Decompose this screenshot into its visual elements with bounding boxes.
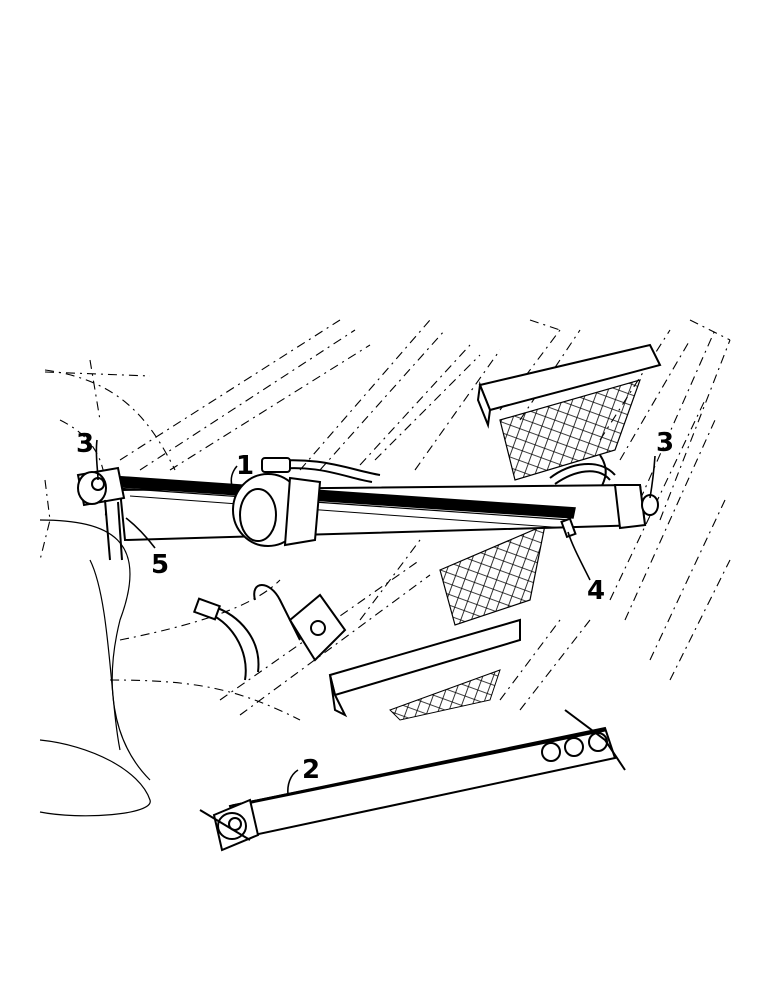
lift-link-bar	[199, 709, 626, 852]
callout-5: 5	[151, 550, 169, 580]
hydraulic-hose-lower	[192, 597, 260, 681]
leader-lines	[95, 439, 656, 796]
upper-grille-panel	[476, 343, 662, 481]
leader-5	[125, 517, 156, 549]
leader-4	[567, 531, 591, 581]
grease-fitting	[560, 517, 577, 539]
leader-2	[287, 769, 299, 796]
leader-3-right	[649, 455, 656, 499]
callout-3-right: 3	[656, 428, 674, 458]
hydraulic-hose-upper	[261, 454, 616, 491]
callout-1: 1	[236, 451, 254, 481]
callout-3-left: 3	[76, 429, 94, 459]
leader-1	[230, 465, 238, 487]
hydraulic-cylinder-assembly	[76, 466, 659, 561]
callout-2: 2	[302, 755, 320, 785]
mounting-bracket	[253, 584, 347, 662]
leader-3-left	[95, 439, 99, 481]
callout-4: 4	[587, 576, 605, 606]
lower-grille-panel	[328, 523, 546, 721]
